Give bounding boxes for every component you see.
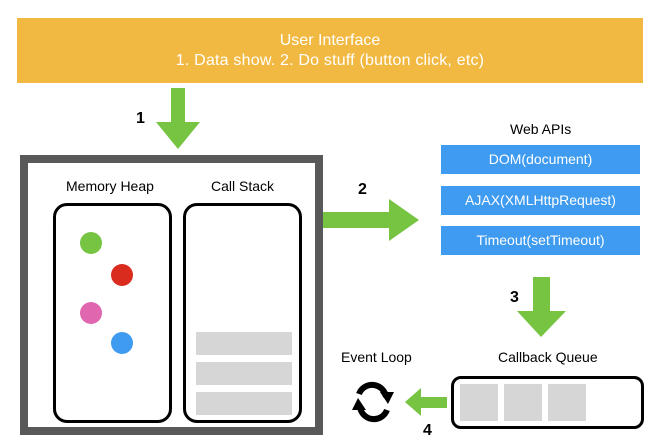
- arrow-2: [311, 199, 419, 241]
- web-api-timeout: Timeout(setTimeout): [441, 226, 640, 255]
- arrow-4: [405, 388, 447, 416]
- step-number-3: 3: [510, 289, 519, 306]
- web-api-dom: DOM(document): [441, 145, 640, 174]
- call-stack-label: Call Stack: [211, 178, 275, 194]
- event-loop-label: Event Loop: [341, 349, 412, 365]
- web-apis-label: Web APIs: [510, 121, 572, 137]
- stack-frame: [196, 332, 292, 355]
- web-api-ajax: AJAX(XMLHttpRequest): [441, 186, 640, 215]
- heap-object-red: [111, 264, 133, 286]
- step-number-1: 1: [136, 110, 145, 127]
- memory-heap-label: Memory Heap: [66, 178, 154, 194]
- step-number-4: 4: [423, 422, 432, 439]
- user-interface-subtitle: 1. Data show. 2. Do stuff (button click,…: [175, 52, 485, 69]
- heap-object-blue: [111, 332, 133, 354]
- user-interface-title: User Interface: [279, 32, 381, 49]
- stack-frame: [196, 392, 292, 415]
- step-number-2: 2: [358, 181, 367, 198]
- user-interface-banner: User Interface 1. Data show. 2. Do stuff…: [17, 18, 643, 83]
- arrow-1: [156, 88, 200, 149]
- heap-object-pink: [80, 302, 102, 324]
- call-stack-panel: [183, 203, 302, 423]
- memory-heap-panel: [53, 203, 172, 423]
- callback-queue-box: [451, 376, 644, 429]
- stack-frame: [196, 362, 292, 385]
- heap-object-green: [80, 232, 102, 254]
- refresh-cycle-icon: [352, 381, 394, 423]
- arrow-3: [517, 277, 566, 337]
- callback-queue-label: Callback Queue: [498, 349, 598, 365]
- queue-slot: [460, 384, 498, 421]
- queue-slot: [548, 384, 586, 421]
- queue-slot: [504, 384, 542, 421]
